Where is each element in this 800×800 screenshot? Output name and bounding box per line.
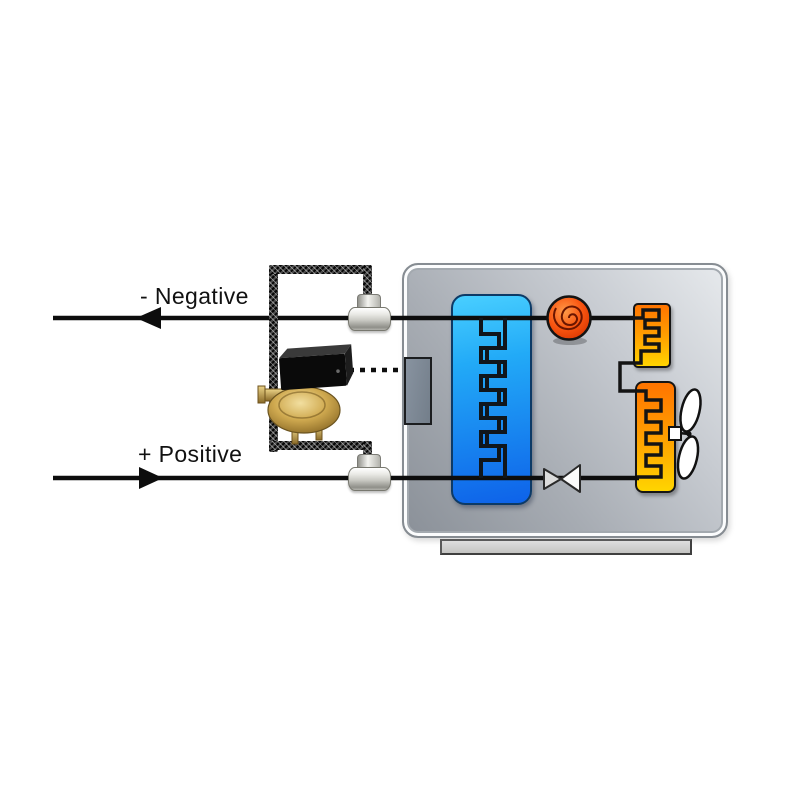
- evaporator-heat-exchanger: [451, 294, 532, 505]
- flow-switch: [257, 344, 354, 445]
- flow-switch-body-icon: [278, 344, 354, 391]
- tee-body-icon: [348, 307, 391, 331]
- braided-hose-top-drop: [363, 265, 372, 303]
- condenser-coil-lower: [635, 381, 676, 493]
- unit-base: [440, 539, 692, 555]
- negative-arrow-icon: [136, 307, 161, 329]
- negative-label: - Negative: [140, 283, 249, 309]
- positive-arrow-icon: [139, 467, 163, 489]
- control-port: [404, 357, 432, 425]
- braided-hose-bottom-drop: [363, 441, 372, 462]
- condenser-coil-upper: [633, 303, 671, 368]
- braided-hose-bottom: [269, 441, 372, 450]
- braided-hose-left: [269, 265, 278, 452]
- braided-hose-top: [269, 265, 372, 274]
- positive-label: + Positive: [138, 441, 243, 467]
- tee-body-icon: [348, 467, 391, 491]
